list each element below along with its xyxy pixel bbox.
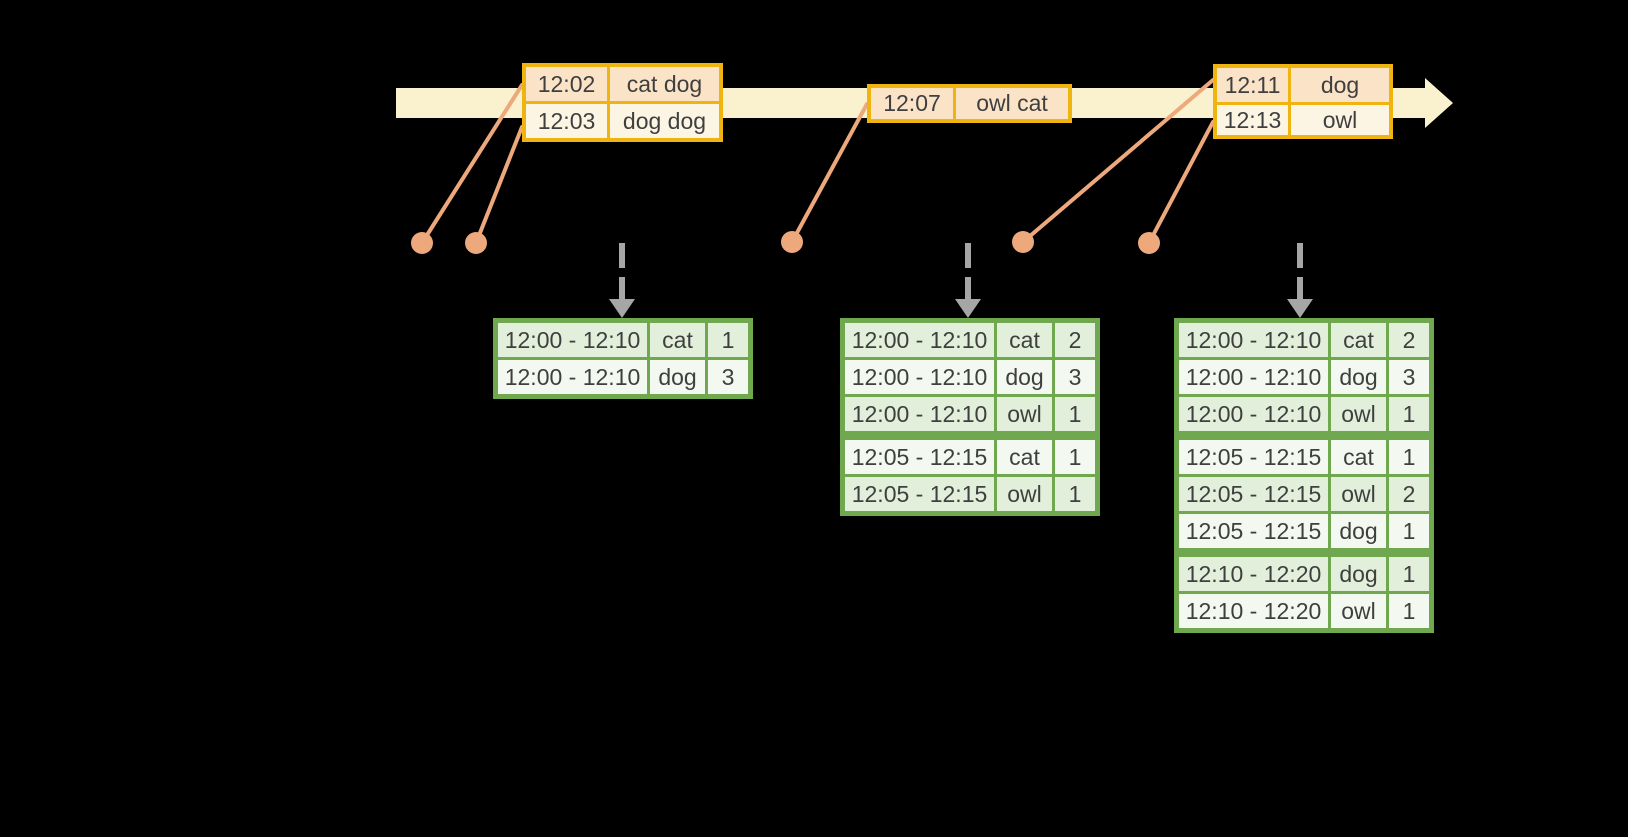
count-cell: 1: [1389, 440, 1429, 474]
count-cell: 3: [1055, 360, 1095, 394]
connector-line: [474, 125, 524, 245]
event-words: cat dog: [610, 67, 719, 101]
window-cell: 12:10 - 12:20: [1179, 557, 1328, 591]
table-row: 12:00 - 12:10 cat 1: [498, 323, 748, 357]
table-row: 12:00 - 12:10 owl 1: [845, 397, 1095, 431]
window-cell: 12:05 - 12:15: [845, 477, 994, 511]
count-cell: 3: [1389, 360, 1429, 394]
count-cell: 2: [1389, 477, 1429, 511]
connector-line: [1147, 120, 1215, 245]
table-row: 12:00 - 12:10 cat 2: [845, 323, 1095, 357]
event-marker-dot-icon: [1138, 232, 1160, 254]
event-row: 12:03 dog dog: [526, 104, 719, 138]
event-time: 12:07: [871, 88, 953, 119]
word-cell: owl: [1331, 594, 1386, 628]
result-table-2: 12:00 - 12:10 cat 2 12:00 - 12:10 dog 3 …: [840, 318, 1100, 516]
window-cell: 12:00 - 12:10: [845, 360, 994, 394]
count-cell: 2: [1389, 323, 1429, 357]
event-time: 12:03: [526, 104, 607, 138]
word-cell: dog: [1331, 514, 1386, 548]
table-row: 12:00 - 12:10 dog 3: [1179, 360, 1429, 394]
word-cell: cat: [997, 440, 1052, 474]
window-cell: 12:00 - 12:10: [1179, 397, 1328, 431]
word-cell: dog: [1331, 360, 1386, 394]
word-cell: owl: [1331, 397, 1386, 431]
event-words: owl cat: [956, 88, 1068, 119]
count-cell: 1: [1389, 594, 1429, 628]
word-cell: dog: [1331, 557, 1386, 591]
window-cell: 12:05 - 12:15: [845, 440, 994, 474]
table-row: 12:05 - 12:15 dog 1: [1179, 514, 1429, 548]
event-time: 12:11: [1217, 68, 1288, 102]
window-cell: 12:05 - 12:15: [1179, 477, 1328, 511]
word-cell: cat: [650, 323, 705, 357]
event-marker-dot-icon: [781, 231, 803, 253]
word-cell: owl: [1331, 477, 1386, 511]
count-cell: 1: [1389, 514, 1429, 548]
table-row: 12:00 - 12:10 dog 3: [498, 360, 748, 394]
event-row: 12:13 owl: [1217, 105, 1389, 135]
count-cell: 1: [1055, 477, 1095, 511]
word-cell: cat: [1331, 323, 1386, 357]
event-marker-dots: [411, 231, 1160, 254]
result-table-3: 12:00 - 12:10 cat 2 12:00 - 12:10 dog 3 …: [1174, 318, 1434, 633]
result-table-1: 12:00 - 12:10 cat 1 12:00 - 12:10 dog 3: [493, 318, 753, 399]
window-cell: 12:05 - 12:15: [1179, 440, 1328, 474]
event-marker-dot-icon: [411, 232, 433, 254]
window-cell: 12:00 - 12:10: [1179, 323, 1328, 357]
event-marker-dot-icon: [465, 232, 487, 254]
word-cell: owl: [997, 477, 1052, 511]
trigger-arrows: [609, 243, 1313, 318]
event-box-1: 12:02 cat dog 12:03 dog dog: [522, 63, 723, 142]
connector-line: [1021, 78, 1215, 244]
event-marker-dot-icon: [1012, 231, 1034, 253]
word-cell: owl: [997, 397, 1052, 431]
connector-line: [790, 102, 869, 244]
table-row: 12:05 - 12:15 owl 2: [1179, 477, 1429, 511]
event-box-3: 12:11 dog 12:13 owl: [1213, 64, 1393, 139]
count-cell: 3: [708, 360, 748, 394]
count-cell: 1: [1055, 440, 1095, 474]
table-row: 12:05 - 12:15 cat 1: [1179, 440, 1429, 474]
trigger-arrowhead-icon: [609, 299, 635, 318]
window-cell: 12:00 - 12:10: [498, 360, 647, 394]
connector-line: [420, 83, 524, 245]
table-row: 12:00 - 12:10 dog 3: [845, 360, 1095, 394]
event-connector-lines: [420, 78, 1215, 245]
count-cell: 2: [1055, 323, 1095, 357]
window-cell: 12:10 - 12:20: [1179, 594, 1328, 628]
trigger-arrowhead-icon: [1287, 299, 1313, 318]
event-box-2: 12:07 owl cat: [867, 84, 1072, 123]
event-words: dog dog: [610, 104, 719, 138]
table-row: 12:00 - 12:10 owl 1: [1179, 397, 1429, 431]
window-cell: 12:00 - 12:10: [498, 323, 647, 357]
count-cell: 1: [1389, 557, 1429, 591]
event-time: 12:02: [526, 67, 607, 101]
table-row: 12:05 - 12:15 cat 1: [845, 440, 1095, 474]
count-cell: 1: [1389, 397, 1429, 431]
trigger-arrowhead-icon: [955, 299, 981, 318]
window-cell: 12:00 - 12:10: [1179, 360, 1328, 394]
table-row: 12:10 - 12:20 dog 1: [1179, 557, 1429, 591]
word-cell: dog: [997, 360, 1052, 394]
event-words: owl: [1291, 105, 1389, 135]
window-cell: 12:00 - 12:10: [845, 397, 994, 431]
table-row: 12:05 - 12:15 owl 1: [845, 477, 1095, 511]
event-row: 12:02 cat dog: [526, 67, 719, 101]
count-cell: 1: [1055, 397, 1095, 431]
word-cell: dog: [650, 360, 705, 394]
count-cell: 1: [708, 323, 748, 357]
word-cell: cat: [997, 323, 1052, 357]
event-time: 12:13: [1217, 105, 1288, 135]
window-cell: 12:05 - 12:15: [1179, 514, 1328, 548]
event-words: dog: [1291, 68, 1389, 102]
word-cell: cat: [1331, 440, 1386, 474]
table-row: 12:10 - 12:20 owl 1: [1179, 594, 1429, 628]
table-row: 12:00 - 12:10 cat 2: [1179, 323, 1429, 357]
window-cell: 12:00 - 12:10: [845, 323, 994, 357]
event-row: 12:11 dog: [1217, 68, 1389, 102]
event-row: 12:07 owl cat: [871, 88, 1068, 119]
